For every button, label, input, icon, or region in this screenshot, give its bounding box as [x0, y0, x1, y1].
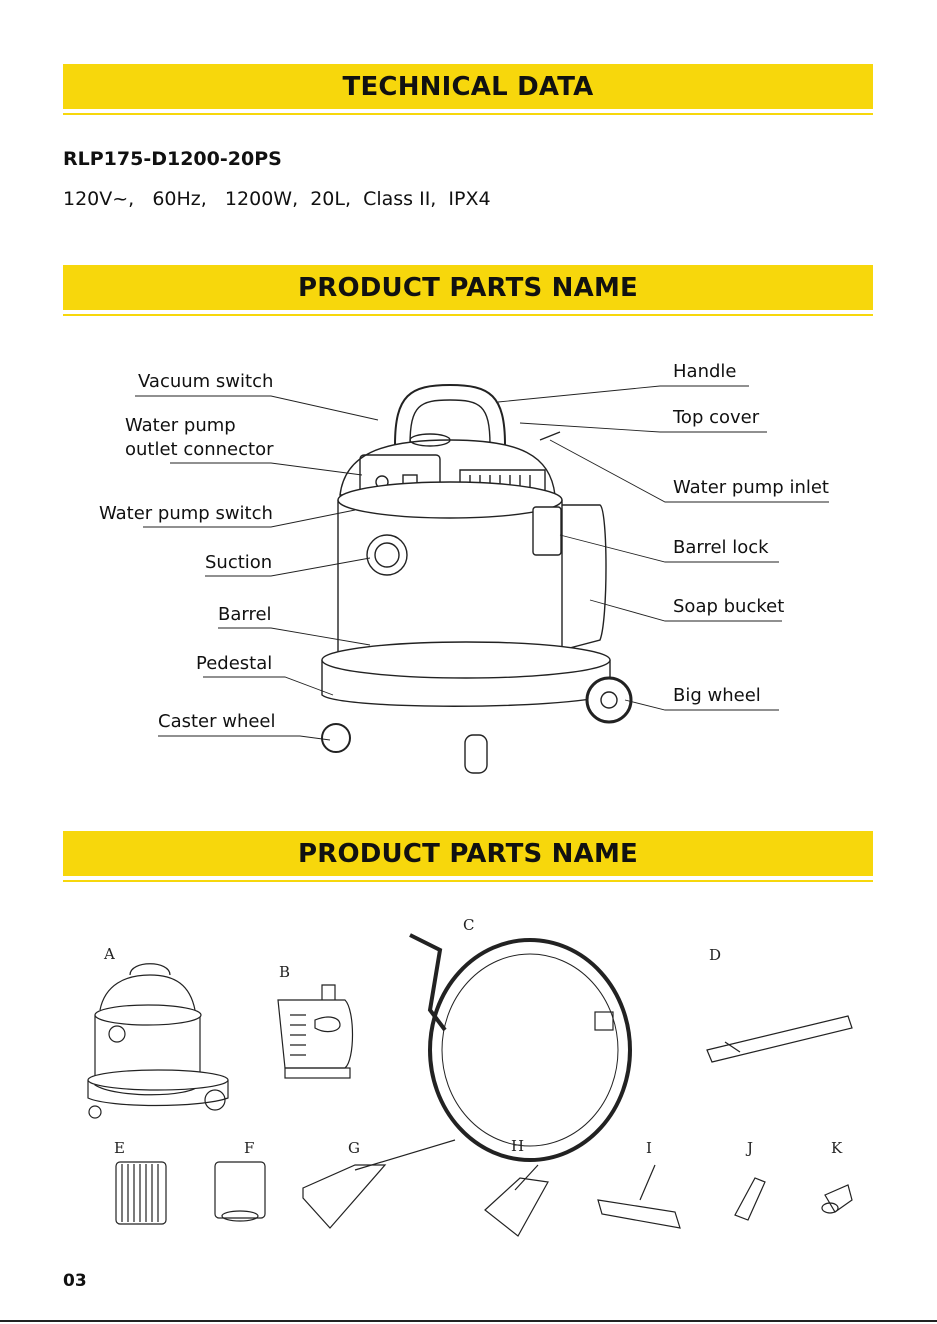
section-title: PRODUCT PARTS NAME: [297, 272, 638, 303]
accessory-label-c: C: [463, 916, 475, 934]
product-parts-banner: PRODUCT PARTS NAME: [63, 265, 873, 316]
label-water-pump-outlet-line2: outlet connector: [125, 439, 274, 460]
label-vacuum-switch: Vacuum switch: [138, 371, 274, 392]
accessory-label-g: G: [348, 1139, 360, 1157]
label-big-wheel: Big wheel: [673, 685, 761, 706]
label-barrel: Barrel: [218, 604, 272, 625]
accessory-label-i: I: [646, 1139, 652, 1157]
label-caster-wheel: Caster wheel: [158, 711, 276, 732]
section-title: TECHNICAL DATA: [342, 71, 594, 102]
accessory-label-d: D: [709, 946, 722, 964]
label-suction: Suction: [205, 552, 273, 573]
technical-data-banner: TECHNICAL DATA: [63, 64, 873, 115]
page-number: 03: [63, 1271, 87, 1291]
section-title: PRODUCT PARTS NAME: [297, 838, 638, 869]
accessories-banner: PRODUCT PARTS NAME: [63, 831, 873, 882]
accessory-label-j: J: [747, 1139, 754, 1157]
footer-divider: [0, 1320, 937, 1322]
model-number: RLP175-D1200-20PS: [63, 148, 282, 170]
label-water-pump-outlet-line1: Water pump: [125, 415, 236, 436]
spec-line: 120V~, 60Hz, 1200W, 20L, Class II, IPX4: [63, 188, 491, 210]
label-soap-bucket: Soap bucket: [673, 596, 785, 617]
accessory-label-e: E: [114, 1139, 125, 1157]
label-water-pump-inlet: Water pump inlet: [673, 477, 829, 498]
accessory-label-k: K: [831, 1139, 843, 1157]
accessory-label-f: F: [244, 1139, 255, 1157]
label-water-pump-switch: Water pump switch: [99, 503, 273, 524]
accessory-label-a: A: [104, 945, 115, 963]
accessory-label-b: B: [279, 963, 291, 981]
label-barrel-lock: Barrel lock: [673, 537, 769, 558]
label-top-cover: Top cover: [673, 407, 760, 428]
label-pedestal: Pedestal: [196, 653, 273, 674]
label-handle: Handle: [673, 361, 737, 382]
accessory-label-h: H: [511, 1137, 525, 1155]
